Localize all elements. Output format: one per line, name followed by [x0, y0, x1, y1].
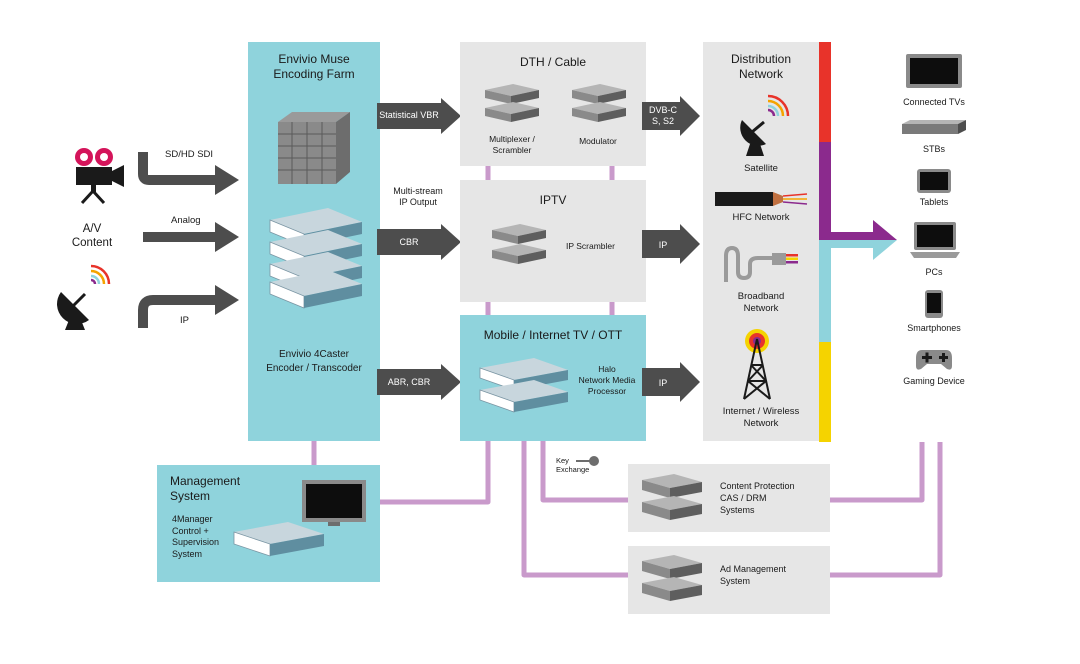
content-protection-server-icon [642, 474, 702, 520]
av-content-label: A/V Content [71, 223, 113, 249]
iptv-title: IPTV [539, 193, 567, 207]
analog-label: Analog [171, 215, 201, 226]
broadband-label: Broadband Network [737, 291, 785, 314]
monitor-icon [302, 480, 366, 526]
encoder-label: Envivio 4Caster Encoder / Transcoder [266, 349, 362, 374]
gamepad-icon [916, 350, 952, 370]
hfc-cable-icon [715, 192, 808, 206]
encoding-farm-title: Envivio Muse Encoding Farm [273, 52, 355, 81]
statistical-vbr-label: Statistical VBR [379, 110, 439, 120]
multiplexer-icon [485, 84, 539, 122]
ip-scrambler-label: IP Scrambler [566, 241, 615, 251]
management-server-icon [233, 522, 324, 557]
mobile-ott-title: Mobile / Internet TV / OTT [483, 328, 623, 342]
multiplexer-label: Multiplexer / Scrambler [489, 134, 535, 155]
ip-input-label: IP [180, 315, 189, 326]
modulator-icon [572, 84, 626, 122]
internet-wireless-label: Internet / Wireless Network [722, 406, 800, 429]
content-protection-panel [628, 464, 830, 532]
content-protection-label: Content Protection CAS / DRM Systems [720, 481, 795, 515]
satellite-dish-icon [56, 264, 111, 330]
pcs-label: PCs [925, 267, 943, 277]
server-rack-icon [278, 112, 350, 184]
cbr-label: CBR [399, 237, 419, 247]
dth-cable-title: DTH / Cable [519, 55, 587, 69]
ad-management-label: Ad Management System [720, 564, 787, 586]
connected-tv-icon [906, 54, 962, 88]
red-color-bar [819, 42, 831, 142]
ip-scrambler-icon [492, 224, 546, 264]
smartphone-icon [925, 290, 943, 318]
input-arrows [138, 152, 239, 328]
ip-arrow-label-1: IP [658, 240, 668, 250]
halo-processor-icon [479, 358, 568, 413]
stbs-label: STBs [922, 144, 945, 154]
wireless-tower-icon [743, 329, 771, 400]
management-sub-label: 4Manager Control + Supervision System [172, 514, 220, 559]
broadband-cable-icon [724, 245, 798, 282]
tablets-label: Tablets [919, 197, 949, 207]
sd-hd-sdi-label: SD/HD SDI [165, 149, 214, 160]
camera-icon [75, 148, 124, 205]
middle-arrows [377, 98, 461, 400]
pc-laptop-icon [910, 222, 960, 258]
connected-tvs-label: Connected TVs [903, 97, 965, 107]
device-arrow [819, 220, 897, 260]
encoder-stack-icon [269, 208, 362, 309]
yellow-color-bar [819, 342, 831, 442]
ip-arrow-label-2: IP [658, 378, 668, 388]
dvb-label: DVB-C S, S2 [648, 105, 677, 126]
satellite-label: Satellite [744, 163, 778, 174]
multistream-label: Multi-stream IP Output [393, 186, 443, 207]
tablet-icon [917, 169, 951, 193]
halo-label: Halo Network Media Processor [578, 364, 636, 396]
hfc-network-label: HFC Network [732, 212, 790, 223]
teal-color-bar [819, 242, 831, 342]
right-arrows [642, 96, 700, 402]
gaming-device-label: Gaming Device [903, 376, 965, 386]
management-title: Management System [170, 474, 241, 503]
abr-cbr-label: ABR, CBR [387, 377, 431, 387]
ad-management-server-icon [642, 555, 702, 601]
iptv-panel [460, 180, 646, 302]
dth-cable-panel [460, 42, 646, 166]
key-icon [576, 456, 599, 466]
distribution-title: Distribution Network [730, 52, 792, 81]
stb-icon [902, 120, 966, 134]
key-exchange-label: Key Exchange [556, 456, 590, 474]
modulator-label: Modulator [579, 136, 617, 146]
purple-color-bar [819, 142, 831, 242]
satellite-icon [740, 94, 790, 156]
smartphones-label: Smartphones [907, 323, 961, 333]
